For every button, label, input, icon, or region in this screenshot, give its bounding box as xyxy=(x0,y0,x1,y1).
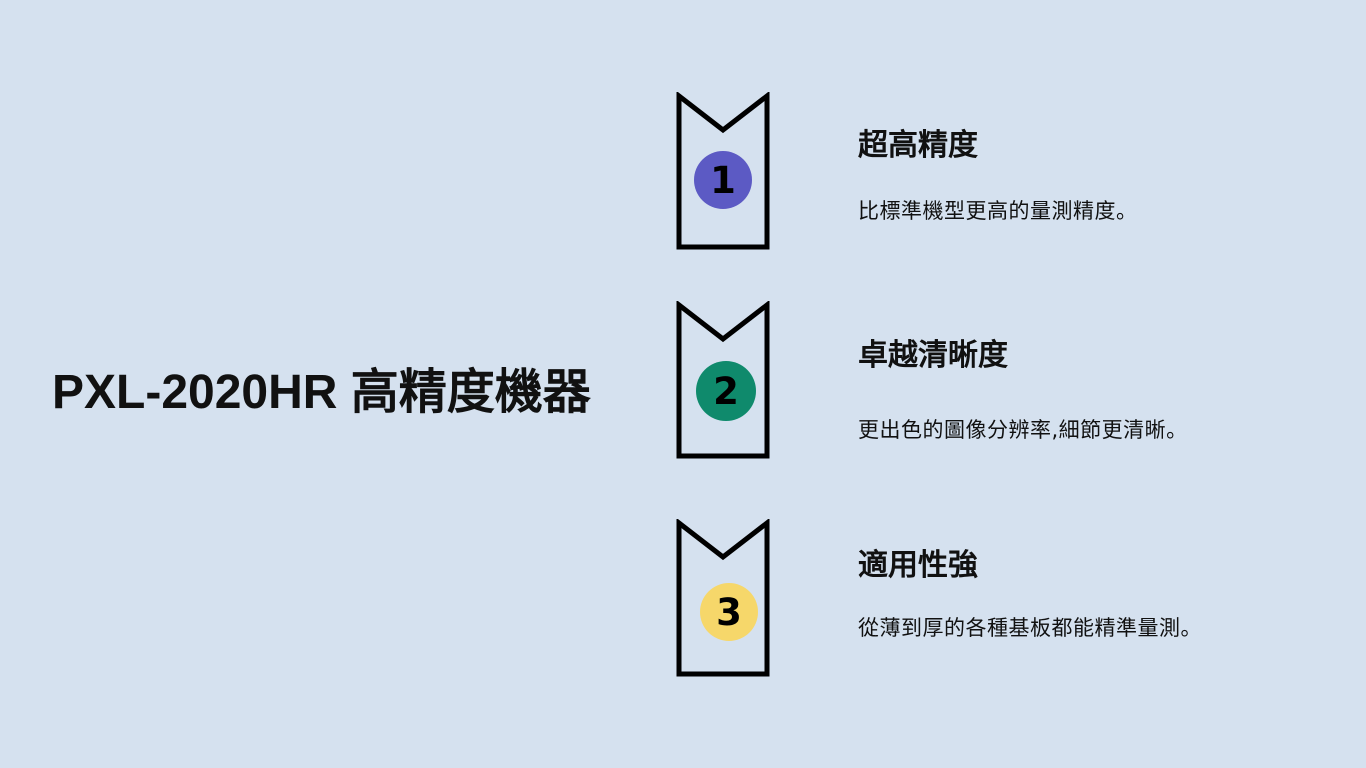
step-heading-3: 適用性強 xyxy=(858,548,978,583)
step-description-3: 從薄到厚的各種基板都能精準量測。 xyxy=(858,616,1202,640)
step-heading-1: 超高精度 xyxy=(858,128,978,163)
step-number-1: 1 xyxy=(710,159,736,202)
step-description-1: 比標準機型更高的量測精度。 xyxy=(858,199,1138,223)
step-badge-1: 1 xyxy=(676,92,772,252)
step-badge-3: 3 xyxy=(676,519,772,679)
step-description-2: 更出色的圖像分辨率,細節更清晰。 xyxy=(858,418,1188,442)
step-number-circle-3 xyxy=(700,583,758,641)
step-number-circle-1 xyxy=(694,151,752,209)
step-badge-2: 2 xyxy=(676,301,772,461)
step-number-3: 3 xyxy=(716,591,742,634)
step-heading-2: 卓越清晰度 xyxy=(858,338,1008,373)
step-number-2: 2 xyxy=(713,370,739,413)
step-number-circle-2 xyxy=(696,361,756,421)
main-title: PXL-2020HR 高精度機器 xyxy=(52,366,591,419)
